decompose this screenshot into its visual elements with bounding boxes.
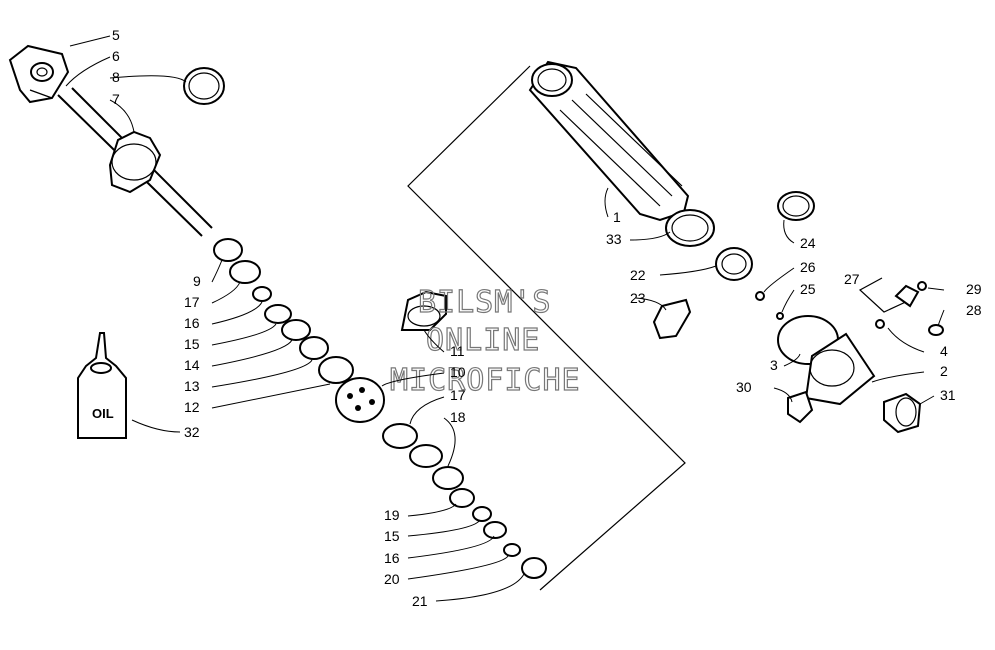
watermark-line-1: BILSM'S [418,285,551,320]
leader-lines [65,35,945,602]
callout-8: 8 [112,69,120,85]
callout-19: 19 [384,507,400,523]
callout-17b: 17 [450,387,466,403]
callout-16b: 16 [384,550,400,566]
callout-29: 29 [966,281,982,297]
callout-11: 11 [450,343,465,359]
watermark: BILSM'S ONLINE MICROFICHE [389,284,581,398]
adjuster-parts [652,191,815,340]
callout-12: 12 [184,399,200,415]
callout-9: 9 [193,273,201,289]
callout-16a: 16 [184,315,200,331]
callout-15b: 15 [384,528,400,544]
callout-28: 28 [966,302,982,318]
callout-31: 31 [940,387,956,403]
callout-7: 7 [112,91,120,107]
piston-assembly [335,290,447,423]
callout-6: 6 [112,48,120,64]
callout-25: 25 [800,281,816,297]
callout-4: 4 [940,343,948,359]
callout-1: 1 [613,209,621,225]
callout-14: 14 [184,357,200,373]
left-shim-stack [213,238,354,384]
callout-13: 13 [184,378,200,394]
shaft-eye-assembly [8,44,225,237]
callout-15a: 15 [184,336,200,352]
callout-24: 24 [800,235,816,251]
callout-26: 26 [800,259,816,275]
callout-3: 3 [770,357,778,373]
callout-20: 20 [384,571,400,587]
reservoir-assembly [777,315,922,434]
callout-5: 5 [112,27,120,43]
oil-bottle: OIL [77,332,127,439]
right-shim-stack [382,423,547,579]
callout-33: 33 [606,231,622,247]
callout-23: 23 [630,290,646,306]
valve-assembly [875,281,944,336]
callout-30: 30 [736,379,752,395]
callout-18: 18 [450,409,466,425]
callout-10: 10 [450,364,466,380]
callout-2: 2 [940,363,948,379]
shock-body [528,60,690,222]
callout-21: 21 [412,593,428,609]
callout-numbers: 5 6 8 7 9 17 16 15 14 13 12 32 11 10 17 … [112,27,982,609]
callout-22: 22 [630,267,646,283]
watermark-line-2: ONLINE [426,323,540,358]
callout-32: 32 [184,424,200,440]
callout-17a: 17 [184,294,200,310]
watermark-line-3: MICROFICHE [390,363,581,398]
callout-27: 27 [844,271,860,287]
bottle-label: OIL [92,406,114,421]
assembly-bracket [407,65,911,591]
